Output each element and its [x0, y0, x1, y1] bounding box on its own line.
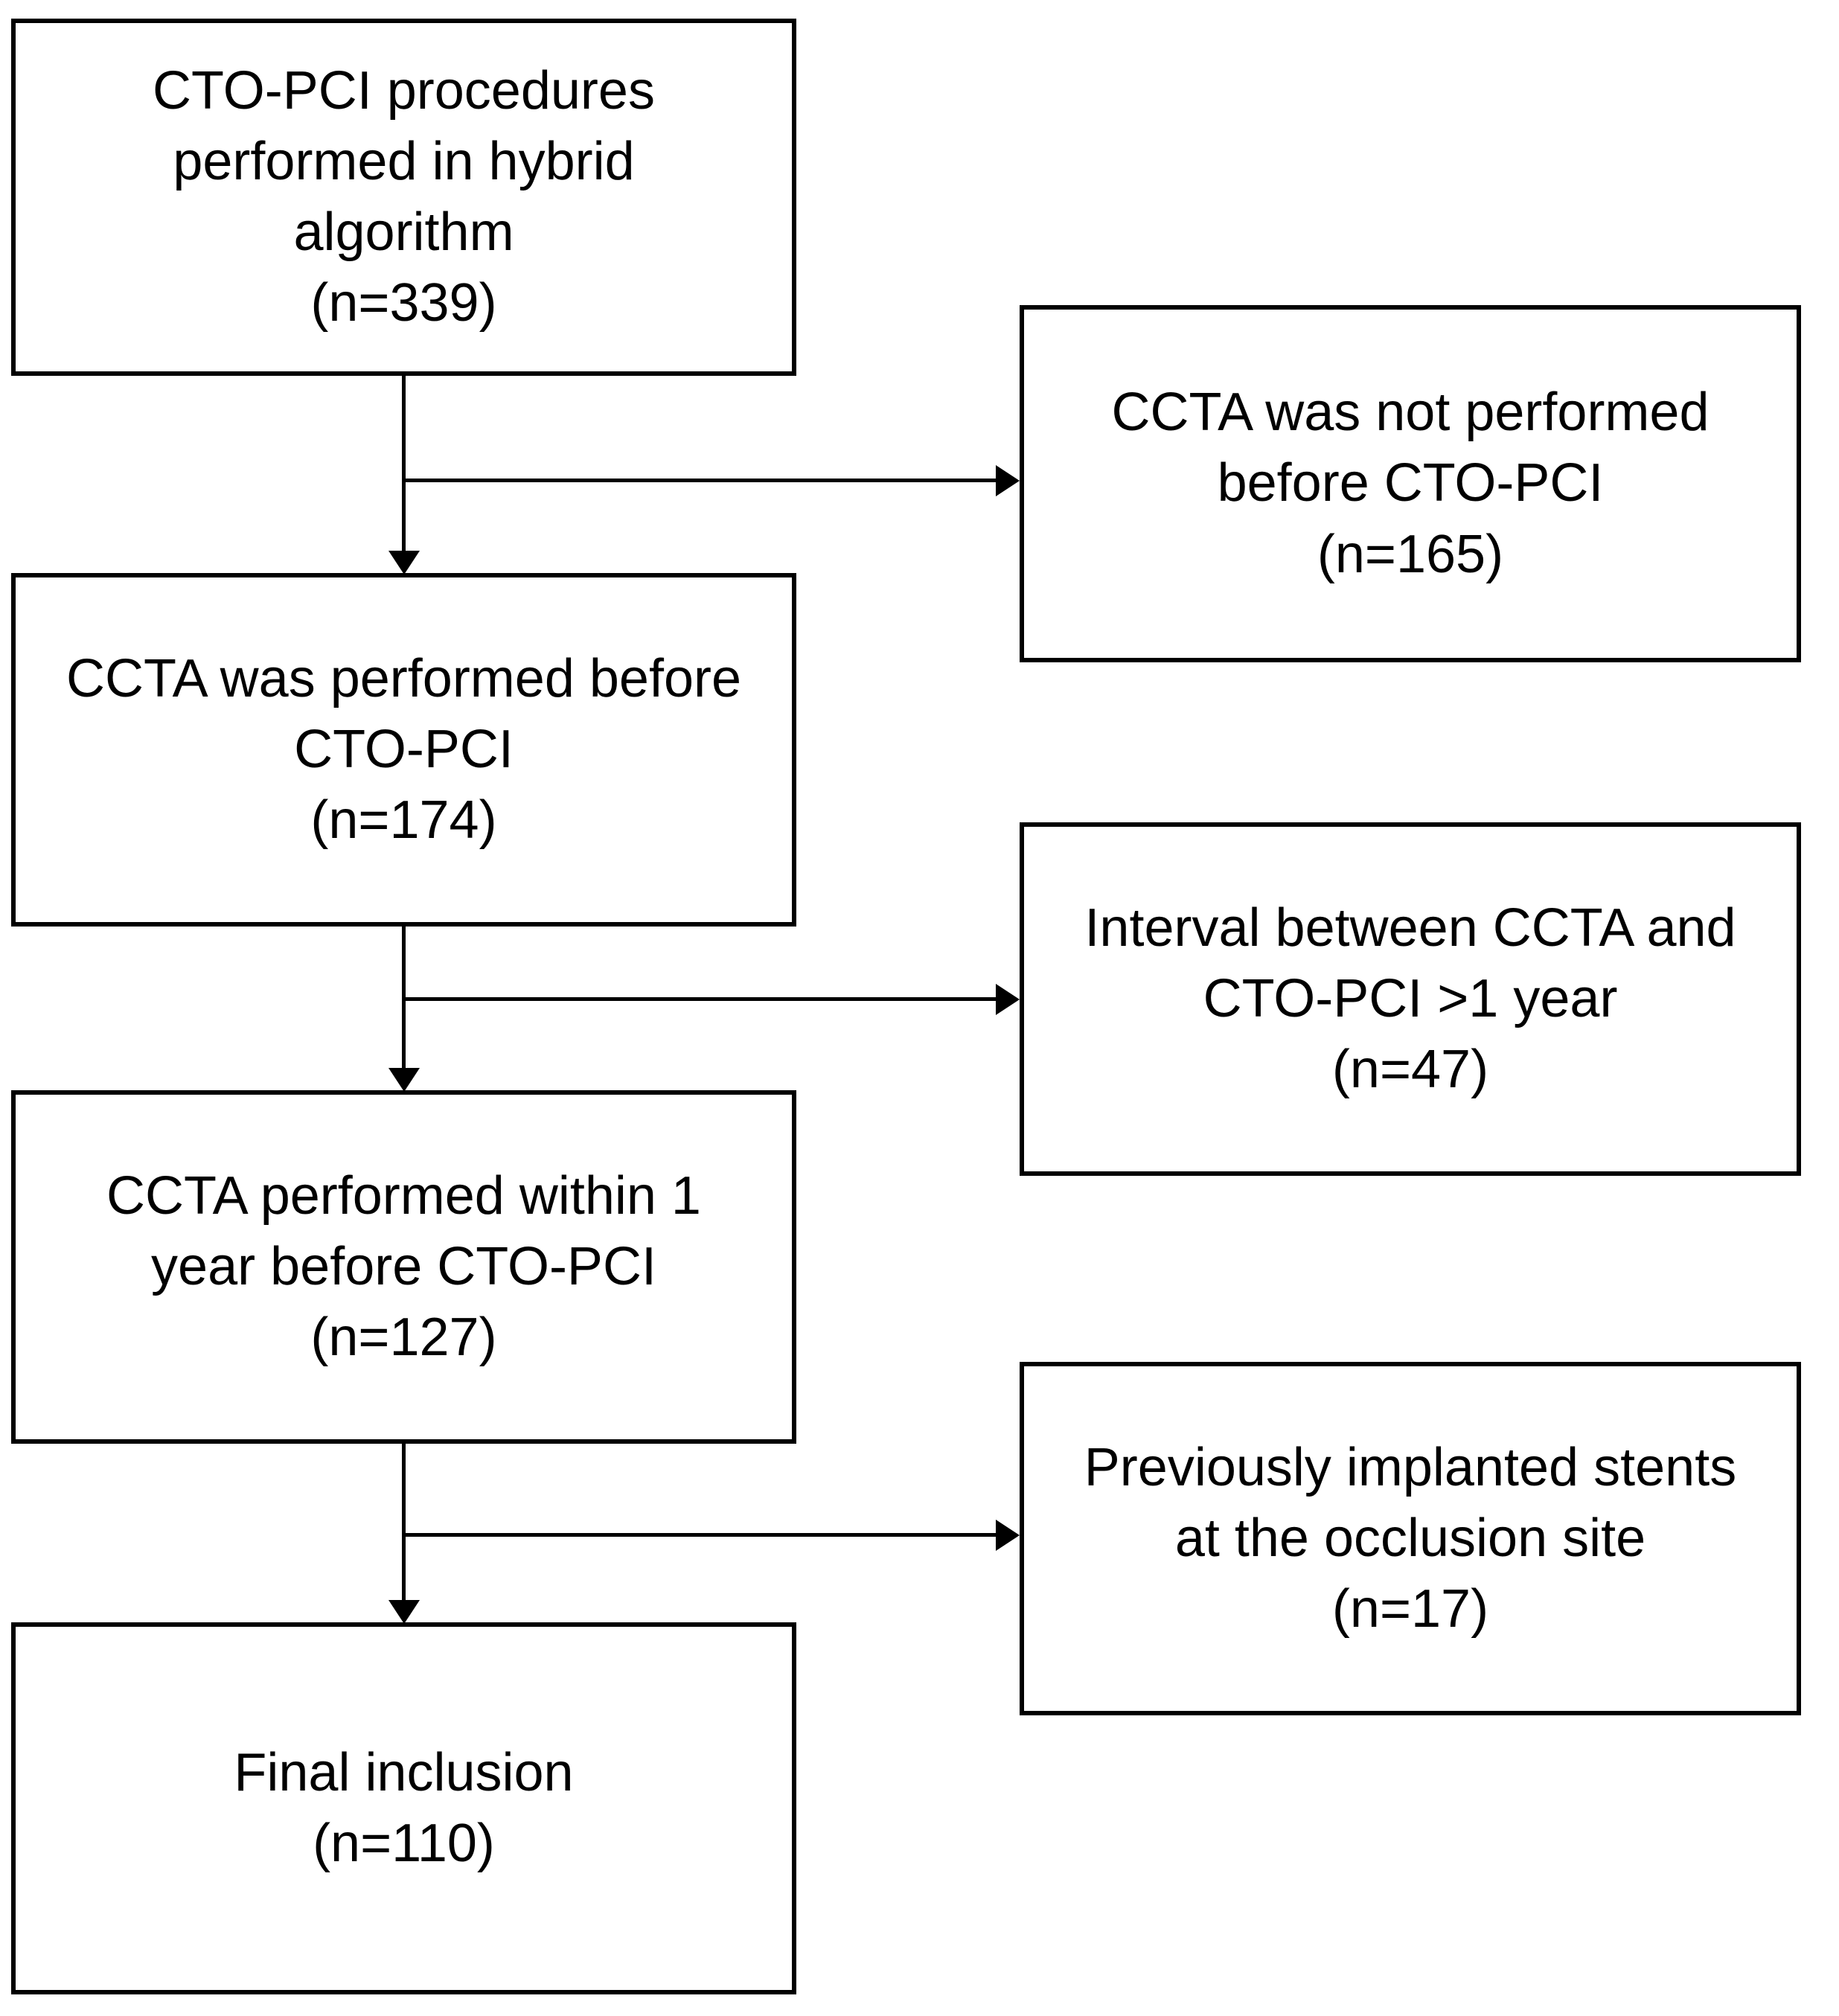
box-text-line: before CTO-PCI — [1217, 453, 1604, 513]
box-text-line: CTO-PCI — [294, 719, 514, 779]
box-text-line: Final inclusion — [234, 1742, 574, 1802]
box-text-line: Interval between CCTA and — [1084, 897, 1736, 958]
arrow-down-icon-3 — [388, 1600, 420, 1624]
connector-line-vertical-1 — [402, 376, 406, 552]
box-text-line: (n=174) — [310, 790, 497, 851]
box-text-line: (n=165) — [1317, 524, 1504, 584]
box-cto-pci-procedures: CTO-PCI procedures performed in hybrid alg… — [11, 19, 796, 376]
box-previously-implanted-stents: Previously implanted stents at the occlus… — [1020, 1362, 1801, 1715]
box-text-line: (n=47) — [1331, 1040, 1489, 1100]
arrow-down-icon-2 — [388, 1068, 420, 1092]
box-text-line: (n=17) — [1331, 1579, 1489, 1639]
box-text-line: (n=110) — [313, 1814, 495, 1873]
arrow-down-icon-1 — [388, 551, 420, 575]
box-text-line: performed in hybrid — [173, 131, 635, 191]
box-text-line: year before CTO-PCI — [151, 1236, 656, 1296]
box-final-inclusion: Final inclusion (n=110) — [11, 1622, 796, 1994]
arrow-right-icon-2 — [996, 984, 1020, 1015]
box-text-line: at the occlusion site — [1174, 1508, 1646, 1568]
box-text-line: CCTA performed within 1 — [106, 1165, 701, 1226]
connector-line-horizontal-1 — [403, 479, 997, 482]
box-text-line: Previously implanted stents — [1084, 1437, 1737, 1497]
connector-line-horizontal-2 — [403, 997, 997, 1001]
box-text-line: algorithm — [293, 202, 514, 262]
connector-line-vertical-3 — [402, 1444, 406, 1601]
box-text-line: CTO-PCI procedures — [153, 60, 655, 121]
box-ccta-not-performed: CCTA was not performed before CTO-PCI (n=1… — [1020, 305, 1801, 662]
connector-line-horizontal-3 — [403, 1533, 997, 1537]
box-text-line: CCTA was performed before — [65, 648, 742, 708]
box-ccta-within-1-year: CCTA performed within 1 year before CTO-P… — [11, 1090, 796, 1444]
box-text-line: CTO-PCI >1 year — [1203, 968, 1618, 1028]
box-text-line: CCTA was not performed — [1111, 383, 1710, 443]
box-text-line: (n=339) — [310, 273, 497, 333]
arrow-right-icon-3 — [996, 1520, 1020, 1551]
box-text-line: (n=127) — [310, 1308, 497, 1368]
arrow-right-icon-1 — [996, 465, 1020, 496]
